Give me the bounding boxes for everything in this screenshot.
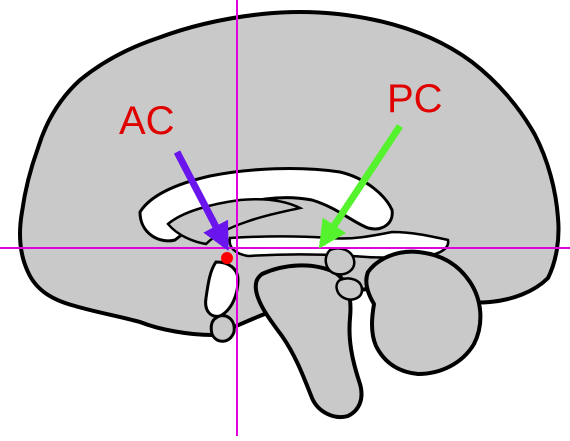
ac-label: AC [119, 99, 175, 143]
ac-point [221, 252, 233, 264]
pc-label: PC [387, 77, 443, 121]
colliculi [337, 278, 362, 299]
pituitary [211, 316, 234, 342]
pineal-region [326, 248, 355, 274]
